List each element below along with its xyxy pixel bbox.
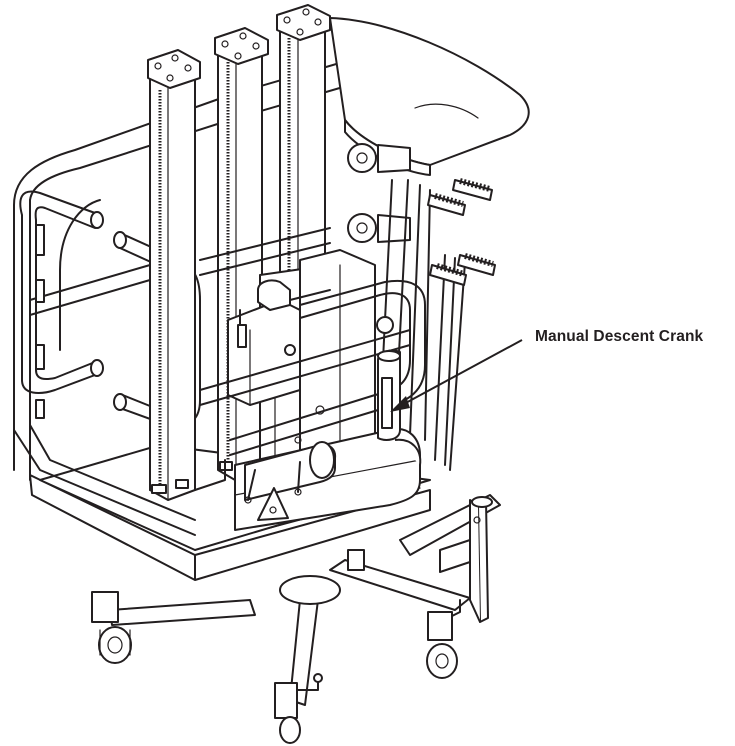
caster-front-center — [274, 673, 323, 744]
threaded-knob-4 — [429, 263, 467, 286]
caster-rear-left — [347, 549, 365, 571]
caster-rear-right — [426, 599, 461, 679]
front-rail — [199, 227, 411, 406]
callout-arrow — [390, 339, 523, 412]
callout-label-manual-descent-crank: Manual Descent Crank — [535, 328, 704, 345]
control-handle — [244, 441, 337, 521]
mast-column-1 — [147, 49, 201, 501]
threaded-knob-1 — [452, 178, 493, 201]
rear-outrigger-rods — [379, 179, 466, 471]
rear-hinge-plates — [347, 143, 411, 243]
manual-descent-crank — [377, 349, 401, 441]
threaded-knob-2 — [427, 193, 466, 216]
motor-housing — [227, 299, 301, 406]
threaded-knob-3 — [457, 253, 496, 276]
caster-front-left — [91, 591, 132, 664]
base-chassis — [109, 494, 501, 706]
carriage-pull-bar — [257, 279, 394, 334]
